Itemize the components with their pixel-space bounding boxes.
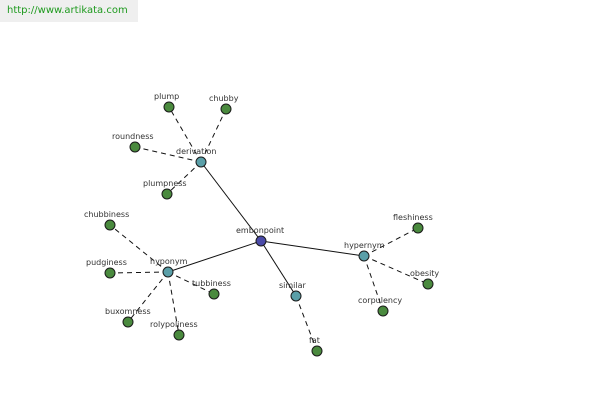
edge-derivation-roundness xyxy=(134,146,202,163)
node-label-fleshiness: fleshiness xyxy=(393,213,433,222)
node-label-buxomness: buxomness xyxy=(105,307,151,316)
node-label-hypernym: hypernym xyxy=(344,241,385,250)
node-label-pudginess: pudginess xyxy=(86,258,127,267)
edge-hypernym-obesity xyxy=(363,255,429,285)
node-buxomness[interactable]: buxomness xyxy=(105,307,151,328)
edge-derivation-plumpness xyxy=(166,161,202,195)
node-label-derivation: derivation xyxy=(176,147,216,156)
edge-hypernym-corpulency xyxy=(363,255,384,312)
node-dot-hyponym[interactable] xyxy=(162,266,174,278)
node-label-tubbiness: tubbiness xyxy=(192,279,231,288)
url-link[interactable]: http://www.artikata.com xyxy=(7,5,128,16)
edge-derivation-chubby xyxy=(200,108,227,163)
node-label-plump: plump xyxy=(154,92,179,101)
node-roundness[interactable]: roundness xyxy=(112,132,154,153)
node-dot-plump[interactable] xyxy=(163,101,175,113)
node-label-similar: similar xyxy=(279,281,307,290)
edge-embonpoint-derivation xyxy=(200,161,262,242)
edge-hyponym-pudginess xyxy=(109,271,169,274)
url-banner: http://www.artikata.com xyxy=(0,0,138,22)
node-dot-fleshiness[interactable] xyxy=(412,222,424,234)
node-dot-rolypoliness[interactable] xyxy=(173,329,185,341)
node-dot-obesity[interactable] xyxy=(422,278,434,290)
node-dot-chubby[interactable] xyxy=(220,103,232,115)
node-label-corpulency: corpulency xyxy=(358,296,402,305)
edge-hypernym-fleshiness xyxy=(363,227,419,257)
node-plump[interactable]: plump xyxy=(154,92,179,113)
edge-hyponym-rolypoliness xyxy=(167,271,180,336)
node-dot-corpulency[interactable] xyxy=(377,305,389,317)
node-dot-roundness[interactable] xyxy=(129,141,141,153)
node-label-plumpness: plumpness xyxy=(143,179,187,188)
node-dot-chubbiness[interactable] xyxy=(104,219,116,231)
node-label-obesity: obesity xyxy=(410,269,439,278)
node-chubby[interactable]: chubby xyxy=(209,94,239,115)
node-derivation[interactable]: derivation xyxy=(176,147,216,168)
edge-embonpoint-similar xyxy=(260,240,297,297)
node-dot-similar[interactable] xyxy=(290,290,302,302)
edge-embonpoint-hyponym xyxy=(167,240,262,273)
edge-derivation-plump xyxy=(168,106,202,163)
node-tubbiness[interactable]: tubbiness xyxy=(192,279,231,300)
node-label-roundness: roundness xyxy=(112,132,154,141)
node-plumpness[interactable]: plumpness xyxy=(143,179,187,200)
node-dot-embonpoint[interactable] xyxy=(255,235,267,247)
node-dot-fat[interactable] xyxy=(311,345,323,357)
node-dot-plumpness[interactable] xyxy=(161,188,173,200)
node-dot-tubbiness[interactable] xyxy=(208,288,220,300)
node-dot-buxomness[interactable] xyxy=(122,316,134,328)
node-label-fat: fat xyxy=(309,336,320,345)
node-fleshiness[interactable]: fleshiness xyxy=(393,213,433,234)
node-corpulency[interactable]: corpulency xyxy=(358,296,402,317)
edge-hyponym-chubbiness xyxy=(109,224,169,273)
node-label-embonpoint: embonpoint xyxy=(236,226,284,235)
node-pudginess[interactable]: pudginess xyxy=(86,258,127,279)
node-obesity[interactable]: obesity xyxy=(410,269,439,290)
edge-hyponym-buxomness xyxy=(127,271,169,323)
node-embonpoint[interactable]: embonpoint xyxy=(236,226,284,247)
edge-similar-fat xyxy=(295,295,318,352)
node-chubbiness[interactable]: chubbiness xyxy=(84,210,129,231)
node-label-hyponym: hyponym xyxy=(150,257,188,266)
edges-layer xyxy=(109,106,429,352)
node-rolypoliness[interactable]: rolypoliness xyxy=(150,320,198,341)
edge-embonpoint-hypernym xyxy=(260,240,365,257)
node-hyponym[interactable]: hyponym xyxy=(150,257,188,278)
node-similar[interactable]: similar xyxy=(279,281,307,302)
node-fat[interactable]: fat xyxy=(309,336,323,357)
nodes-layer: embonpoint derivation hyponym hypernym simil… xyxy=(84,92,439,357)
node-dot-hypernym[interactable] xyxy=(358,250,370,262)
node-label-chubbiness: chubbiness xyxy=(84,210,129,219)
node-label-rolypoliness: rolypoliness xyxy=(150,320,198,329)
node-dot-pudginess[interactable] xyxy=(104,267,116,279)
node-label-chubby: chubby xyxy=(209,94,239,103)
node-dot-derivation[interactable] xyxy=(195,156,207,168)
node-hypernym[interactable]: hypernym xyxy=(344,241,385,262)
